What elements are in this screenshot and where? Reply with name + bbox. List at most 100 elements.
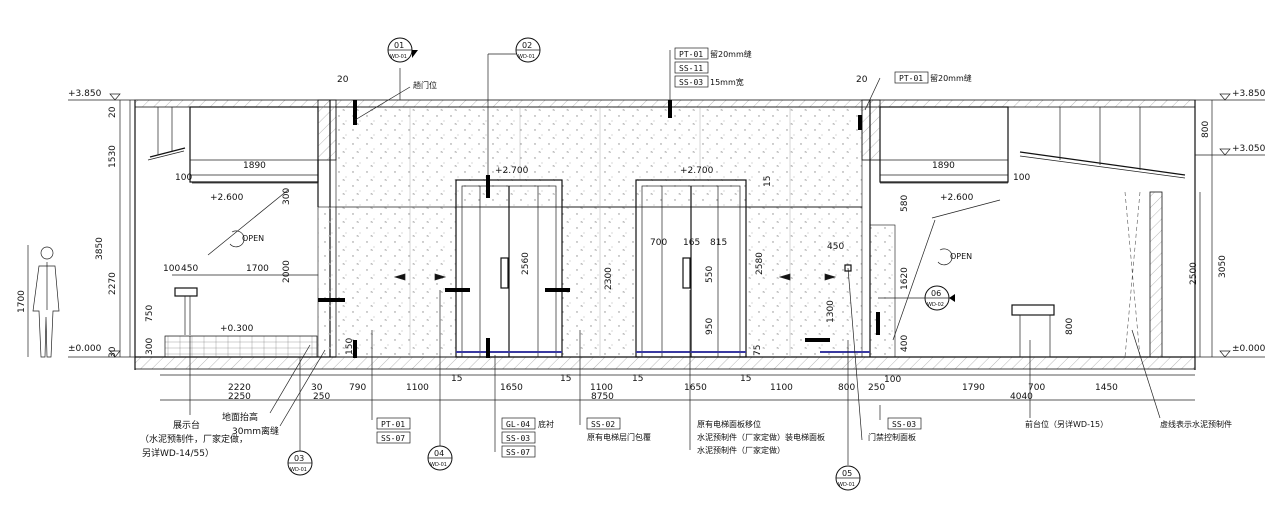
svg-text:30: 30 bbox=[108, 346, 118, 358]
svg-text:700: 700 bbox=[1028, 383, 1045, 393]
svg-text:2560: 2560 bbox=[521, 252, 531, 275]
bottom-dims-row1: 2220 30 790 1100 15 1650 15 1100 15 1650… bbox=[228, 374, 1118, 393]
callout-floor: 地面抬高 30mm离缝 bbox=[222, 344, 326, 437]
svg-text:SS-03: SS-03 bbox=[892, 420, 916, 429]
svg-text:留20mm缝: 留20mm缝 bbox=[710, 49, 752, 59]
svg-text:2220: 2220 bbox=[228, 383, 251, 393]
svg-text:15: 15 bbox=[632, 374, 643, 384]
svg-text:550: 550 bbox=[705, 266, 715, 283]
svg-text:950: 950 bbox=[705, 318, 715, 335]
svg-text:WD-01: WD-01 bbox=[390, 54, 407, 60]
svg-text:GL-04: GL-04 bbox=[506, 420, 530, 429]
svg-text:450: 450 bbox=[181, 264, 198, 274]
right-column bbox=[1149, 191, 1163, 358]
callout-tags-a: PT-01 SS-07 bbox=[371, 330, 411, 444]
access-panel bbox=[844, 264, 852, 272]
svg-text:03: 03 bbox=[294, 454, 304, 463]
svg-text:100: 100 bbox=[1013, 173, 1030, 183]
callout-access: SS-03 门禁控制面板 bbox=[847, 267, 922, 442]
svg-text:800: 800 bbox=[1201, 121, 1211, 138]
level-left-top: +3.850 bbox=[68, 89, 102, 99]
callout-elevator: 原有电梯面板移位 水泥预制件（厂家定做）装电梯面板 水泥预制件（厂家定做） bbox=[689, 290, 825, 455]
svg-text:75: 75 bbox=[753, 345, 763, 356]
svg-text:20: 20 bbox=[337, 75, 349, 85]
right-ceiling-bulkhead bbox=[879, 106, 1186, 183]
svg-text:1700: 1700 bbox=[246, 264, 269, 274]
svg-text:580: 580 bbox=[900, 195, 910, 212]
top-center-tags: PT-01 SS-11 SS-03 留20mm缝 15mm宽 bbox=[669, 47, 752, 100]
section-marker-02: 02 WD-01 bbox=[487, 37, 541, 175]
svg-text:PT-01: PT-01 bbox=[899, 74, 923, 83]
level-raised-floor: +0.300 bbox=[220, 324, 254, 334]
svg-text:15: 15 bbox=[763, 176, 773, 187]
section-marker-01: 01 WD-01 bbox=[387, 37, 418, 100]
svg-text:250: 250 bbox=[868, 383, 885, 393]
svg-text:OPEN: OPEN bbox=[242, 234, 264, 243]
human-figure bbox=[32, 246, 60, 358]
svg-text:815: 815 bbox=[710, 238, 727, 248]
svg-text:水泥预制件（厂家定做）: 水泥预制件（厂家定做） bbox=[697, 445, 785, 455]
svg-text:1450: 1450 bbox=[1095, 383, 1118, 393]
svg-text:30: 30 bbox=[311, 383, 323, 393]
svg-text:PT-01: PT-01 bbox=[679, 50, 703, 59]
display-stand bbox=[164, 287, 318, 358]
svg-text:15: 15 bbox=[740, 374, 751, 384]
svg-text:30mm离缝: 30mm离缝 bbox=[232, 425, 279, 437]
svg-text:02: 02 bbox=[522, 41, 532, 50]
section-marker-03: 03 WD-01 bbox=[287, 357, 313, 476]
svg-text:PT-01: PT-01 bbox=[381, 420, 405, 429]
left-pillar-top bbox=[317, 99, 337, 161]
svg-text:WD-01: WD-01 bbox=[430, 462, 447, 468]
right-wall-panel bbox=[869, 224, 896, 358]
level-left-zero: ±0.000 bbox=[68, 344, 102, 354]
open-arc-left: OPEN bbox=[229, 230, 264, 248]
svg-text:20: 20 bbox=[108, 106, 118, 118]
svg-text:01: 01 bbox=[394, 41, 404, 50]
svg-text:8750: 8750 bbox=[591, 392, 614, 402]
svg-text:门禁控制面板: 门禁控制面板 bbox=[868, 432, 916, 442]
svg-text:300: 300 bbox=[282, 188, 292, 205]
level-right-mid: +3.050 bbox=[1232, 144, 1266, 154]
svg-text:750: 750 bbox=[145, 305, 155, 322]
svg-text:2270: 2270 bbox=[108, 272, 118, 295]
svg-text:100: 100 bbox=[163, 264, 180, 274]
svg-text:地面抬高: 地面抬高 bbox=[222, 411, 258, 423]
door-note: 趟门位 bbox=[354, 80, 437, 121]
level-ceiling-right: +2.600 bbox=[940, 193, 974, 203]
svg-text:（水泥预制件，厂家定做，: （水泥预制件，厂家定做， bbox=[140, 433, 248, 445]
dim-lines bbox=[27, 100, 1213, 401]
svg-text:1100: 1100 bbox=[590, 383, 613, 393]
svg-text:前台位（另详WD-15）: 前台位（另详WD-15） bbox=[1025, 419, 1108, 429]
top-right-tag: PT-01 留20mm缝 bbox=[864, 71, 972, 111]
svg-text:1890: 1890 bbox=[932, 161, 955, 171]
svg-text:原有电梯面板移位: 原有电梯面板移位 bbox=[697, 419, 761, 429]
svg-text:05: 05 bbox=[842, 469, 852, 478]
svg-text:150: 150 bbox=[345, 338, 355, 355]
svg-text:另详WD-14/55）: 另详WD-14/55） bbox=[142, 447, 214, 459]
svg-text:1700: 1700 bbox=[17, 290, 27, 313]
svg-text:1100: 1100 bbox=[406, 383, 429, 393]
section-marker-04: 04 WD-01 bbox=[427, 290, 453, 471]
svg-text:1790: 1790 bbox=[962, 383, 985, 393]
svg-text:WD-02: WD-02 bbox=[927, 302, 944, 308]
bottom-dims-row2: 2250 250 8750 4040 bbox=[228, 392, 1033, 402]
section-cut-marks bbox=[318, 100, 880, 358]
svg-text:底衬: 底衬 bbox=[538, 419, 554, 429]
svg-text:OPEN: OPEN bbox=[950, 252, 972, 261]
ceiling-slab bbox=[134, 99, 1196, 108]
svg-text:15mm宽: 15mm宽 bbox=[710, 77, 744, 87]
svg-text:1650: 1650 bbox=[500, 383, 523, 393]
section-marker-05: 05 WD-01 bbox=[835, 340, 861, 491]
svg-text:15: 15 bbox=[560, 374, 571, 384]
svg-text:虚线表示水泥预制件: 虚线表示水泥预制件 bbox=[1160, 419, 1232, 429]
inner-dims: 1890 1890 100 100 100 20 20 300 2000 170… bbox=[145, 75, 1075, 385]
svg-text:1620: 1620 bbox=[900, 267, 910, 290]
svg-text:SS-03: SS-03 bbox=[506, 434, 530, 443]
level-door-right: +2.700 bbox=[680, 166, 714, 176]
svg-text:原有电梯层门包覆: 原有电梯层门包覆 bbox=[587, 432, 651, 442]
left-vertical-dims: 20 1530 3850 2270 30 1700 bbox=[17, 106, 118, 358]
level-door-left: +2.700 bbox=[495, 166, 529, 176]
svg-text:3850: 3850 bbox=[95, 237, 105, 260]
svg-text:100: 100 bbox=[884, 375, 901, 385]
